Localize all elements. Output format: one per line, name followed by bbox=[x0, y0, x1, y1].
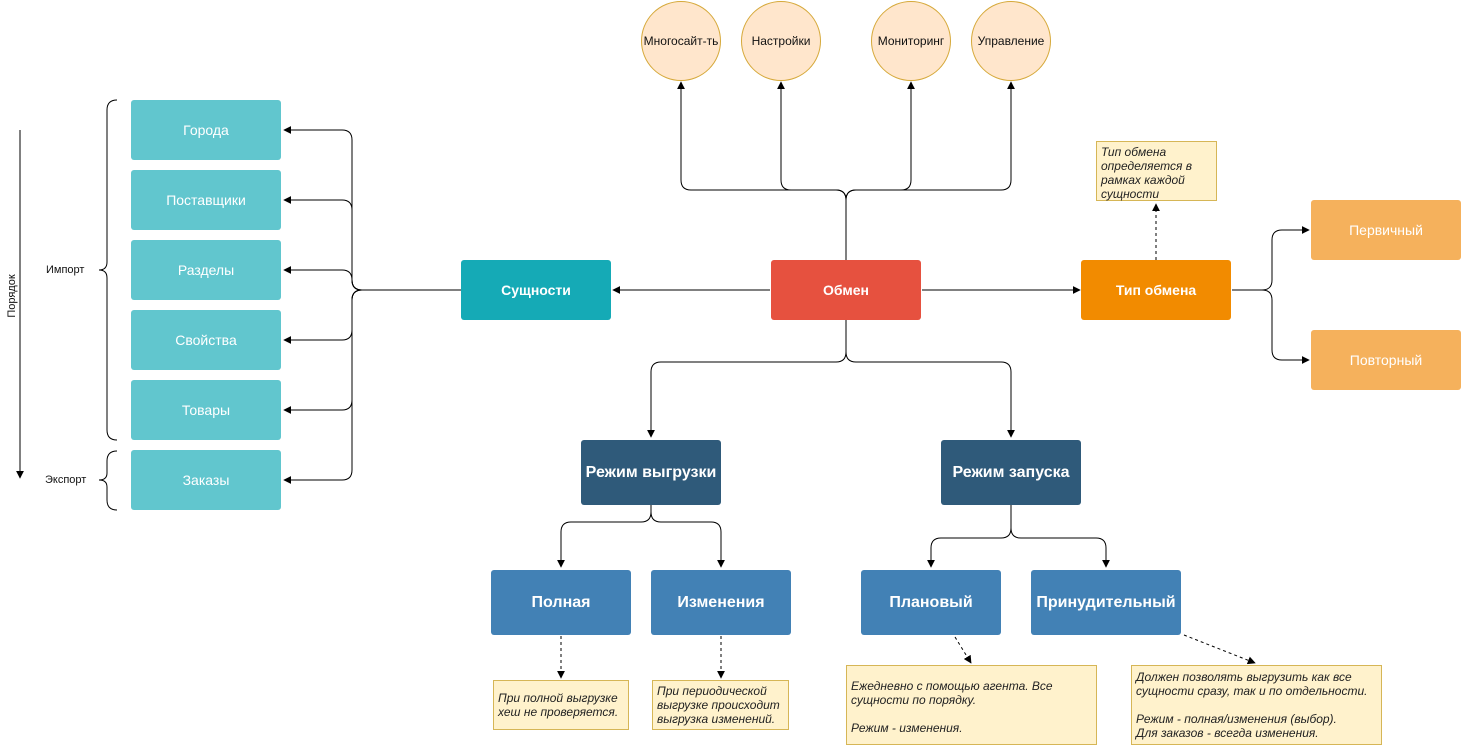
changes-node: Изменения bbox=[651, 570, 791, 635]
entity-label: Разделы bbox=[177, 262, 235, 278]
import-label: Импорт bbox=[46, 264, 85, 276]
exchange-type-note: Тип обмена определяется в рамках каждой … bbox=[1096, 141, 1217, 201]
exchange-type-label: Тип обмена bbox=[1115, 282, 1197, 298]
entity-cities: Города bbox=[131, 100, 281, 160]
full-note: При полной выгрузке хеш не проверяется. bbox=[493, 680, 629, 730]
repeat-node: Повторный bbox=[1311, 330, 1461, 390]
planned-label: Плановый bbox=[889, 593, 973, 611]
monitoring-node: Мониторинг bbox=[871, 1, 951, 81]
changes-note: При периодической выгрузке происходит вы… bbox=[652, 680, 789, 730]
forced-note: Должен позволять выгрузить как все сущно… bbox=[1131, 665, 1382, 745]
planned-node: Плановый bbox=[861, 570, 1001, 635]
multisite-label: Многосайт-ть bbox=[643, 34, 719, 48]
entity-orders: Заказы bbox=[131, 450, 281, 510]
upload-mode-label: Режим выгрузки bbox=[585, 463, 717, 481]
entity-label: Свойства bbox=[175, 332, 237, 348]
order-label: Порядок bbox=[6, 274, 18, 318]
management-node: Управление bbox=[971, 1, 1051, 81]
entities-node: Сущности bbox=[461, 260, 611, 320]
entity-label: Товары bbox=[181, 402, 231, 418]
export-label: Экспорт bbox=[45, 474, 87, 486]
repeat-label: Повторный bbox=[1349, 352, 1423, 368]
entities-label: Сущности bbox=[501, 282, 571, 298]
forced-node: Принудительный bbox=[1031, 570, 1181, 635]
full-node: Полная bbox=[491, 570, 631, 635]
launch-mode-label: Режим запуска bbox=[952, 463, 1070, 481]
exchange-node: Обмен bbox=[771, 260, 921, 320]
entity-label: Города bbox=[183, 122, 229, 138]
monitoring-label: Мониторинг bbox=[877, 34, 945, 48]
exchange-type-node: Тип обмена bbox=[1081, 260, 1231, 320]
primary-label: Первичный bbox=[1349, 222, 1423, 238]
settings-label: Настройки bbox=[751, 34, 811, 48]
full-label: Полная bbox=[531, 593, 591, 611]
changes-label: Изменения bbox=[677, 593, 765, 611]
exchange-label: Обмен bbox=[823, 282, 869, 298]
launch-mode-node: Режим запуска bbox=[941, 440, 1081, 505]
primary-node: Первичный bbox=[1311, 200, 1461, 260]
upload-mode-node: Режим выгрузки bbox=[581, 440, 721, 505]
entity-sections: Разделы bbox=[131, 240, 281, 300]
entity-label: Заказы bbox=[182, 472, 230, 488]
entity-suppliers: Поставщики bbox=[131, 170, 281, 230]
entity-label: Поставщики bbox=[166, 192, 246, 208]
full-note-text: При полной выгрузке хеш не проверяется. bbox=[498, 691, 619, 719]
planned-note: Ежедневно с помощью агента. Все сущности… bbox=[846, 665, 1097, 745]
entity-products: Товары bbox=[131, 380, 281, 440]
forced-label: Принудительный bbox=[1036, 593, 1176, 611]
multisite-node: Многосайт-ть bbox=[641, 1, 721, 81]
settings-node: Настройки bbox=[741, 1, 821, 81]
management-label: Управление bbox=[977, 34, 1045, 48]
changes-note-text: При периодической выгрузке происходит вы… bbox=[657, 684, 780, 726]
entity-properties: Свойства bbox=[131, 310, 281, 370]
